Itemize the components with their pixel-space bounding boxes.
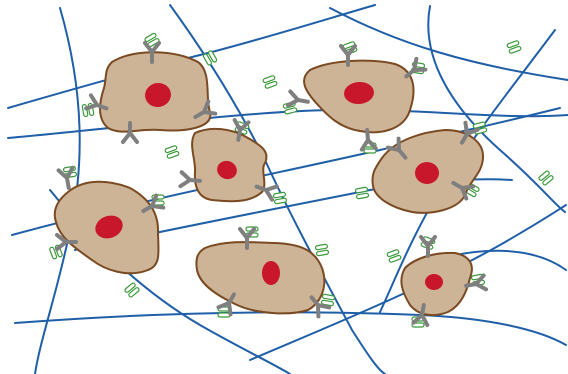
ligand-half-bottom [356, 193, 369, 199]
cell [372, 123, 483, 213]
ligand-half-top [355, 187, 368, 193]
ligand-pill-icon [538, 170, 554, 185]
ligand-half-bottom [218, 313, 230, 317]
cell [86, 43, 215, 142]
ligand-pill-icon [165, 145, 180, 159]
nucleus-icon [425, 274, 443, 290]
cell [55, 168, 164, 273]
ligand-pill-icon [203, 50, 218, 65]
cell [196, 229, 329, 316]
ligand-pill-icon [387, 249, 402, 263]
fiber-12 [15, 312, 566, 345]
cell [401, 237, 486, 325]
ligand-half-top [315, 244, 328, 250]
cell [288, 46, 425, 150]
cell-body [196, 242, 324, 313]
ligand-pill-icon [315, 244, 329, 256]
ligand-half-bottom [316, 250, 329, 256]
nucleus-icon [415, 162, 439, 184]
ligand-pill-icon [355, 187, 369, 199]
ligand-pill-icon [124, 282, 140, 297]
nucleus-icon [262, 261, 280, 285]
cell [180, 120, 276, 201]
ligand-pill-icon [273, 192, 287, 204]
ligand-pill-icon [263, 75, 278, 89]
ligand-pill-icon [507, 40, 522, 54]
